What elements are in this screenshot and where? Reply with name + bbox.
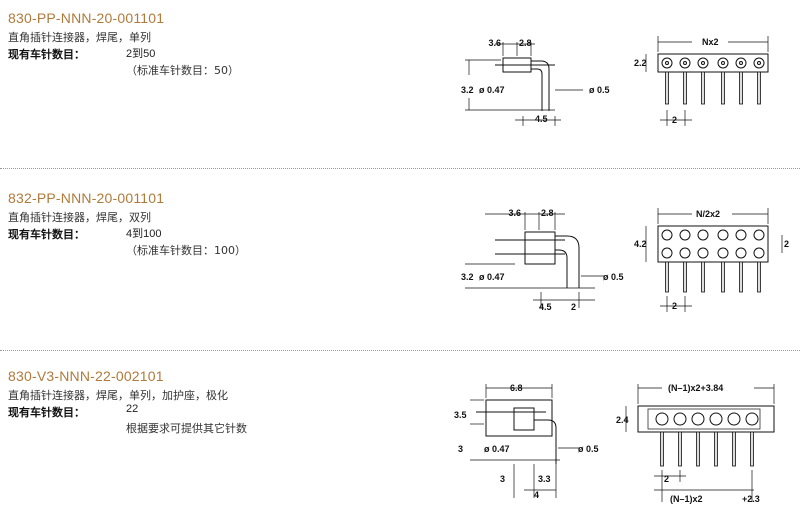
dim-label: 2: [672, 301, 677, 311]
dim-label: 3: [458, 444, 463, 454]
product-description: 直角插针连接器，焊尾，单列，加护座，极化: [8, 389, 228, 402]
part-number: 830-PP-NNN-20-001101: [8, 10, 165, 26]
part-number: 830-V3-NNN-22-002101: [8, 368, 164, 384]
pin-count-note: （标准车针数目：100）: [126, 244, 246, 257]
dim-label: 4.5: [539, 302, 552, 312]
dim-label: 6.8: [510, 383, 523, 393]
pin-count-value: 22: [126, 403, 139, 415]
pin-count-label: 现有车针数目：: [8, 48, 85, 61]
product-section-1: 830-PP-NNN-20-001101 直角插针连接器，焊尾，单列 现有车针数…: [0, 0, 800, 170]
part-number: 832-PP-NNN-20-001101: [8, 190, 165, 206]
dim-label: 2: [784, 239, 789, 249]
dim-label: Nx2: [702, 37, 719, 47]
product-description: 直角插针连接器，焊尾，单列: [8, 31, 151, 44]
dim-label: 3.6: [488, 38, 501, 48]
dim-label: N/2x2: [696, 209, 720, 219]
side-view-drawing: 3.6 2.8 3.2 ø 0.47 ø 0.5 4.5 2: [461, 208, 624, 312]
dim-label: ø 0.5: [578, 444, 599, 454]
section-divider: [0, 168, 800, 169]
dim-label: +2.3: [742, 494, 760, 504]
dim-label: (N–1)x2+3.84: [668, 383, 723, 393]
dim-label: 2.2: [634, 58, 647, 68]
product-section-3: 830-V3-NNN-22-002101 直角插针连接器，焊尾，单列，加护座，极…: [0, 358, 800, 511]
dim-label: 2.8: [519, 38, 532, 48]
front-view-drawing: Nx2 2.2 2: [634, 36, 769, 126]
dim-label: (N–1)x2: [670, 494, 703, 504]
side-view-drawing: 3.6 2.8 3.2 ø 0.47 ø 0.5 4.5: [461, 38, 610, 126]
dim-label: ø 0.47: [484, 444, 510, 454]
section-divider: [0, 350, 800, 351]
front-view-drawing: (N–1)x2+3.84 2.4 2 (N–1)x2 +2.3: [616, 383, 775, 504]
side-view-drawing: 6.8 3.5 3 ø 0.47 ø 0.5 3 3.3 4: [454, 383, 599, 500]
pin-count-note: （标准车针数目：50）: [126, 64, 239, 77]
dim-label: 3.3: [538, 474, 551, 484]
dim-label: 4.2: [634, 239, 647, 249]
product-description: 直角插针连接器，焊尾，双列: [8, 211, 151, 224]
dim-label: 3.2: [461, 272, 474, 282]
pin-count-value: 2到50: [126, 48, 156, 60]
dim-label: ø 0.47: [479, 272, 505, 282]
dim-label: 3.2: [461, 85, 474, 95]
dim-label: 3: [500, 474, 505, 484]
dim-label: 3.6: [508, 208, 521, 218]
dim-label: ø 0.47: [479, 85, 505, 95]
dim-label: ø 0.5: [603, 272, 624, 282]
dim-label: 4.5: [535, 114, 548, 124]
pin-count-value: 4到100: [126, 228, 162, 240]
dim-label: 2.8: [541, 208, 554, 218]
front-view-drawing: N/2x2 4.2 2 2: [634, 208, 789, 312]
dim-label: 2.4: [616, 415, 629, 425]
dim-label: 2: [672, 115, 677, 125]
pin-count-label: 现有车针数目：: [8, 228, 85, 241]
dim-label: 3.5: [454, 410, 467, 420]
pin-count-label: 现有车针数目：: [8, 406, 85, 419]
dim-label: 2: [571, 302, 576, 312]
dim-label: 4: [534, 490, 539, 500]
dim-label: 2: [664, 474, 669, 484]
pin-count-note: 根据要求可提供其它针数: [126, 422, 247, 435]
dim-label: ø 0.5: [589, 85, 610, 95]
product-section-2: 832-PP-NNN-20-001101 直角插针连接器，焊尾，双列 现有车针数…: [0, 180, 800, 350]
